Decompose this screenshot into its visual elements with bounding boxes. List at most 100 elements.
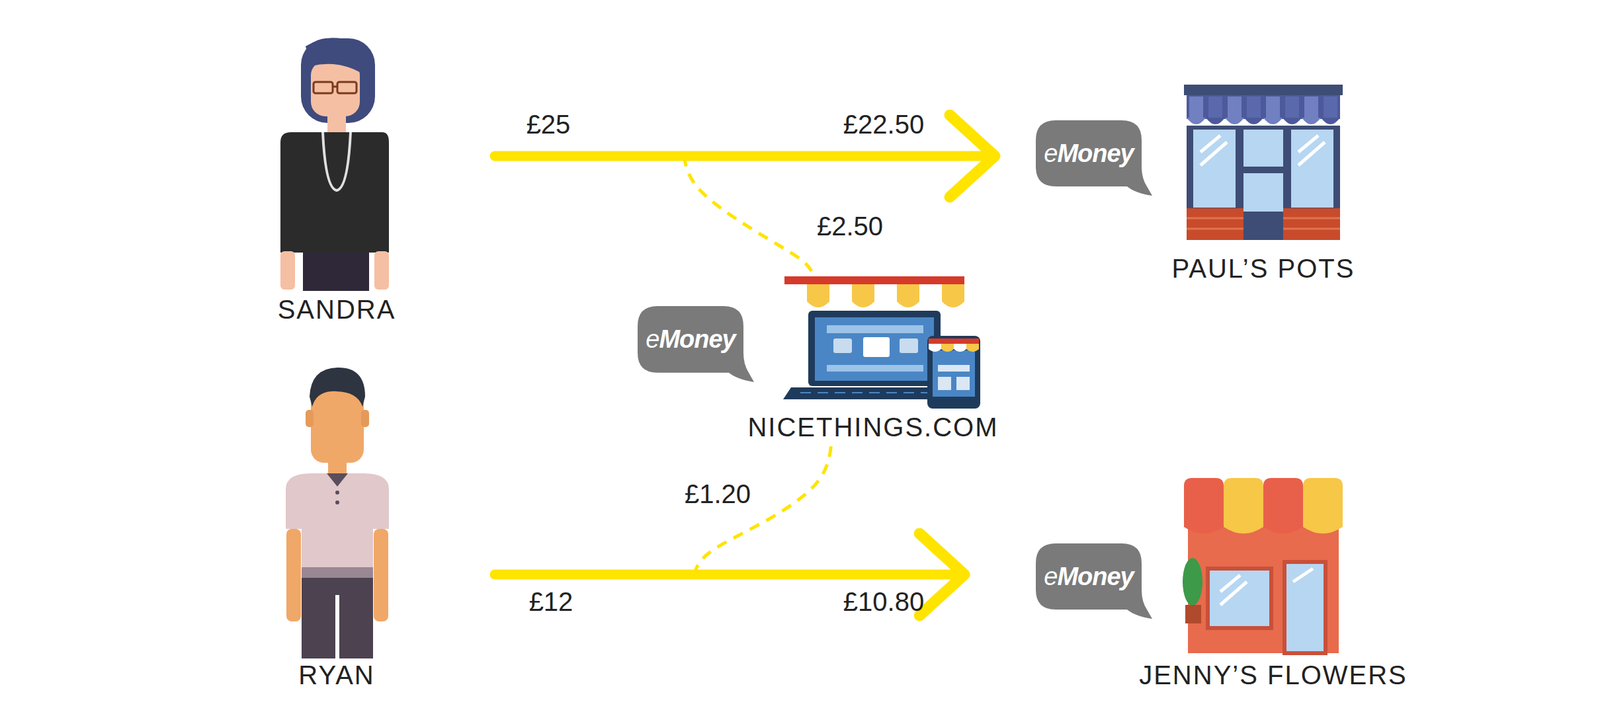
jenny-shop-icon-part-part — [1303, 478, 1343, 534]
paul-shop-icon-part-part — [1224, 117, 1245, 125]
online-shop-icon-part — [937, 365, 970, 372]
node-label: PAUL’S POTS — [1172, 252, 1356, 285]
person-node: SANDRA — [237, 41, 436, 326]
paul-shop-icon-part — [1291, 129, 1334, 208]
fee-line — [683, 156, 812, 272]
paul-shop-icon-part — [1243, 129, 1284, 167]
currency-badge: eMoney — [645, 325, 736, 354]
online-shop-icon-part-part — [953, 343, 967, 352]
bubble-outline — [1035, 120, 1153, 196]
fee-amount: £10.80 — [843, 586, 925, 618]
jenny-shop-icon-part — [1220, 582, 1247, 606]
paul-shop-icon-part — [1186, 95, 1341, 120]
online-shop-icon-part — [932, 350, 975, 397]
paul-shop-icon-part-part — [1301, 117, 1321, 125]
online-shop-icon-part-part — [941, 284, 965, 308]
paul-shop-icon-part — [1186, 208, 1244, 241]
paul-shop-icon-part — [1243, 211, 1284, 241]
sandra-figure-part — [300, 38, 376, 124]
ryan-figure-part — [309, 367, 366, 407]
paul-shop-icon-part-part — [1304, 96, 1319, 118]
online-shop-icon-part-part — [941, 343, 954, 352]
online-shop-icon-part-part — [851, 284, 875, 308]
online-shop-icon-part-part — [800, 392, 811, 394]
online-shop-icon — [783, 276, 981, 409]
sandra-figure-part — [310, 60, 360, 117]
online-shop-icon-part — [784, 276, 965, 285]
paul-shop-icon-part — [1298, 142, 1325, 166]
sandra-figure-part — [305, 37, 371, 80]
online-shop-icon-part-part — [903, 392, 915, 394]
person-node: RYAN — [237, 363, 436, 692]
ryan-figure-part — [301, 578, 374, 659]
online-shop-icon-part — [833, 338, 852, 354]
sandra-figure-part — [313, 82, 333, 94]
jenny-shop-icon-part — [1207, 568, 1272, 629]
online-shop-icon-part-part — [829, 284, 852, 308]
bubble-outline — [637, 306, 755, 383]
online-shop-icon-part-part — [869, 392, 880, 394]
paul-shop-icon-part-part — [1246, 96, 1261, 118]
jenny-shop-icon-part-part — [1183, 478, 1224, 534]
ryan-figure-part — [335, 595, 340, 659]
online-shop-icon-part-part — [966, 343, 979, 352]
ryan-figure-part — [335, 500, 340, 505]
node-label: JENNY’S FLOWERS — [1138, 659, 1408, 692]
paul-shop-icon-part-part — [1186, 117, 1206, 125]
paul-shop-icon — [1183, 84, 1343, 241]
online-shop-icon-part — [784, 284, 965, 308]
online-shop-icon-part-part — [834, 392, 846, 394]
payment-arrow — [494, 570, 965, 581]
paul-shop-icon-part-part — [1283, 217, 1341, 220]
paul-shop-icon-part — [1186, 96, 1341, 125]
shop-node: PAUL’S POTS — [1164, 79, 1363, 285]
online-shop-icon-part — [928, 343, 979, 352]
jenny-shop-icon-part-part — [1223, 478, 1264, 534]
online-shop-icon-part — [808, 310, 941, 387]
currency-badge: eMoney — [1043, 139, 1134, 169]
fee-amount: £22.50 — [843, 108, 925, 141]
jenny-shop-icon-part — [1284, 562, 1326, 654]
ryan-figure-part — [373, 529, 389, 622]
sandra-figure-part — [322, 132, 351, 191]
online-shop-icon-part-part — [817, 392, 829, 394]
jenny-shop-icon-part-part — [1263, 478, 1304, 534]
paul-shop-icon-part — [1243, 173, 1284, 212]
sandra-figure-part — [280, 251, 295, 290]
paul-shop-icon-part-part — [1208, 96, 1223, 118]
jenny-shop-icon-part — [1185, 605, 1202, 624]
payment-amount: £12 — [529, 586, 574, 618]
node-label: SANDRA — [277, 293, 397, 326]
ryan-figure-part — [285, 473, 389, 577]
fee-amount: £2.50 — [816, 210, 884, 243]
bubble-outline — [1035, 543, 1153, 620]
sandra-figure — [280, 37, 389, 292]
online-shop-icon-part — [928, 338, 979, 344]
paul-shop-icon-part-part — [1285, 96, 1300, 118]
online-shop-icon-part — [927, 336, 981, 409]
ryan-figure-part — [361, 410, 370, 428]
fee-amount: £1.20 — [684, 478, 751, 510]
online-shop-icon-part — [826, 325, 924, 334]
online-shop-icon-part-part — [896, 284, 920, 308]
online-shop-icon-part-part — [886, 392, 897, 394]
paul-shop-icon-part — [1193, 129, 1236, 208]
paul-shop-icon-part-part — [1186, 217, 1244, 220]
sandra-figure-part — [327, 112, 346, 135]
paul-shop-icon-part-part — [1227, 96, 1242, 118]
sandra-figure-part — [332, 85, 338, 88]
emoney-bubble: eMoney — [1035, 120, 1154, 200]
paul-shop-icon-part — [1183, 84, 1343, 96]
paul-shop-icon-part — [1283, 208, 1341, 241]
paul-shop-icon-part-part — [1186, 228, 1244, 231]
website-node: NICETHINGS.COM — [734, 271, 1012, 444]
jenny-shop-icon-part — [1182, 558, 1203, 606]
jenny-shop-icon-part — [1183, 478, 1343, 534]
payment-amount: £25 — [526, 108, 571, 141]
paul-shop-icon-part-part — [1189, 96, 1204, 118]
online-shop-icon-part — [937, 377, 952, 391]
